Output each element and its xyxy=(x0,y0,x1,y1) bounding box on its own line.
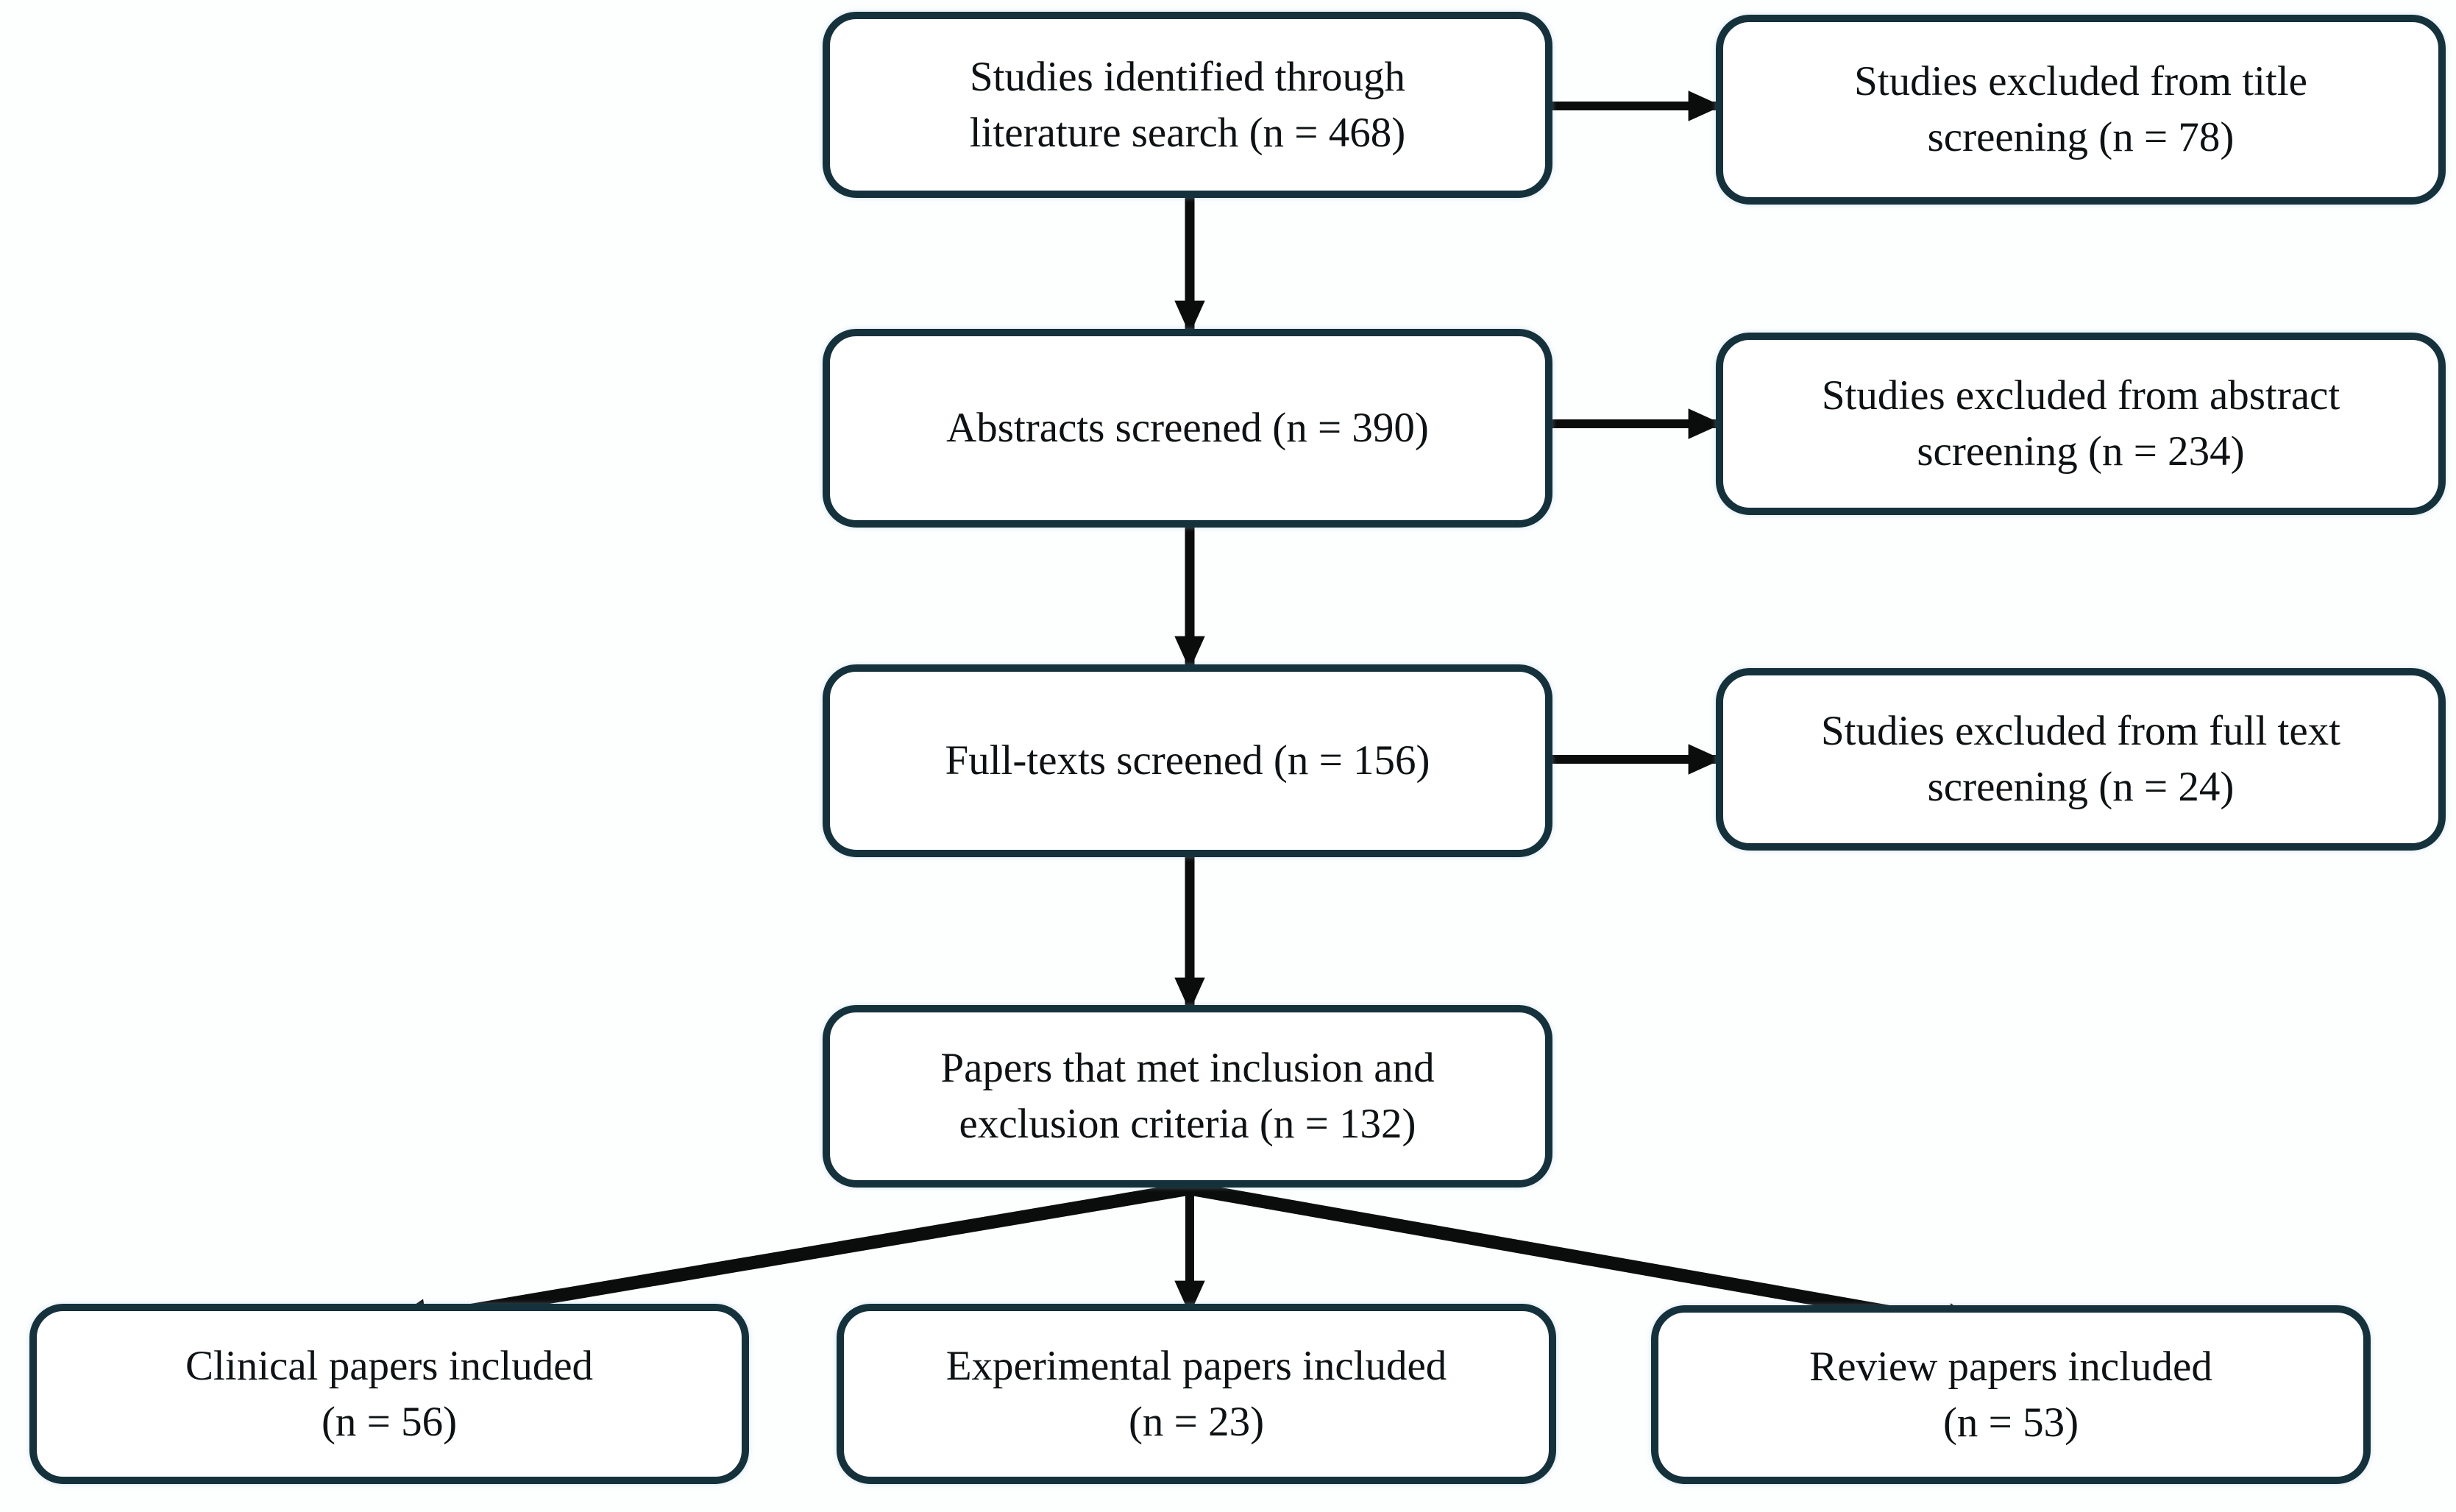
box-text-line: Abstracts screened (n = 390) xyxy=(946,405,1429,452)
box-fulltexts-screened: Full-texts screened (n = 156) xyxy=(823,664,1552,857)
box-excluded-abstract-screening: Studies excluded from abstract screening… xyxy=(1716,333,2446,515)
box-review-papers: Review papers included (n = 53) xyxy=(1651,1305,2371,1484)
box-text-line: screening (n = 24) xyxy=(1927,764,2235,810)
box-text-line: screening (n = 234) xyxy=(1917,428,2245,475)
box-text-line: Studies identified through xyxy=(969,53,1406,100)
box-text-line: literature search (n = 468) xyxy=(969,109,1406,156)
box-text-line: Studies excluded from abstract xyxy=(1821,372,2340,419)
box-text-line: (n = 53) xyxy=(1942,1399,2079,1446)
box-text-line: Review papers included xyxy=(1809,1343,2212,1390)
box-text-line: Studies excluded from title xyxy=(1854,58,2307,105)
box-excluded-fulltext-screening: Studies excluded from full text screenin… xyxy=(1716,668,2446,851)
box-text-line: Full-texts screened (n = 156) xyxy=(945,737,1430,784)
box-studies-identified: Studies identified through literature se… xyxy=(823,12,1552,198)
box-text-line: Experimental papers included xyxy=(945,1342,1447,1389)
box-experimental-papers: Experimental papers included (n = 23) xyxy=(837,1304,1556,1484)
box-text-line: (n = 23) xyxy=(1128,1398,1265,1445)
box-clinical-papers: Clinical papers included (n = 56) xyxy=(29,1304,749,1484)
box-text-line: Papers that met inclusion and xyxy=(940,1045,1435,1092)
box-text-line: Clinical papers included xyxy=(185,1342,593,1389)
box-text-line: screening (n = 78) xyxy=(1927,114,2235,160)
box-text-line: exclusion criteria (n = 132) xyxy=(959,1101,1416,1147)
box-papers-met-criteria: Papers that met inclusion and exclusion … xyxy=(823,1005,1552,1188)
box-text-line: Studies excluded from full text xyxy=(1820,708,2340,755)
box-excluded-title-screening: Studies excluded from title screening (n… xyxy=(1716,15,2446,205)
box-text-line: (n = 56) xyxy=(321,1398,458,1445)
box-abstracts-screened: Abstracts screened (n = 390) xyxy=(823,329,1552,528)
